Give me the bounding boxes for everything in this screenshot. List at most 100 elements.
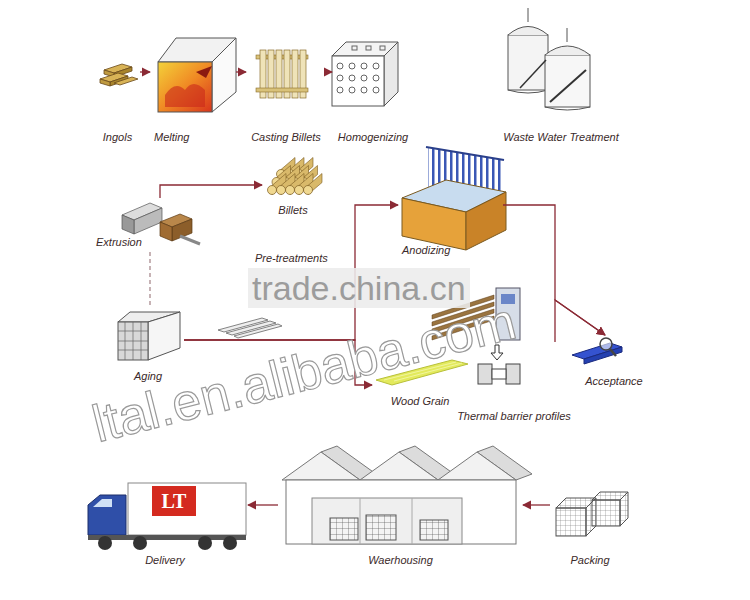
warehouse-building [420,520,448,540]
melting-furnace [196,66,212,78]
flow-arrow [555,300,605,342]
step-caption: Delivery [145,553,185,567]
packed-crates [592,500,620,526]
packed-crates [556,508,586,536]
homogenizing-oven [337,87,343,93]
homogenizing-oven [361,63,367,69]
extrusion-press [160,222,172,241]
warehouse-building [412,498,413,544]
anodizing-tank [466,192,506,250]
extrusion-press [134,208,162,234]
water-treatment-tanks [545,46,590,55]
homogenizing-oven [349,63,355,69]
anodizing-tank [402,198,466,250]
billet-casting-rack [256,50,308,98]
homogenizing-oven [361,87,367,93]
billet-pile [304,174,323,195]
delivery-truck [93,499,112,507]
warehouse-building [330,518,358,540]
flow-arrow [140,71,150,72]
homogenizing-oven [332,56,384,106]
inspection-profile [600,338,612,350]
water-treatment-tanks [508,90,548,93]
water-treatment-tanks [508,8,590,110]
delivery-truck [198,536,212,550]
homogenizing-oven [337,75,343,81]
inspection-profile [610,349,616,356]
water-treatment-tanks [545,107,590,110]
delivery-truck [98,536,112,550]
logo-text: LT [152,486,196,516]
warehouse-building [360,452,438,480]
extrusion-press [122,215,134,234]
ingot-stack [114,77,138,85]
homogenizing-oven [352,46,357,50]
homogenizing-oven [366,46,371,50]
ingot-stack [100,64,138,86]
step-caption: Ingols [103,130,132,144]
water-treatment-tanks [545,55,590,107]
anodizing-tank [426,147,504,160]
profile-bars [218,318,282,338]
step-caption: Thermal barrier profiles [457,409,571,423]
step-caption: Casting Billets [251,130,321,144]
warehouse-building [286,480,516,544]
homogenizing-oven [384,42,398,106]
warehouse-building [282,452,360,480]
profile-bars [234,324,282,338]
homogenizing-oven [380,46,385,50]
thermal-profile [478,364,492,384]
warehouse-building [438,452,516,480]
warehouse-building [360,498,361,544]
process-step: Homogenizing [332,40,414,147]
aging-oven [118,312,180,360]
process-step: Casting Billets [246,40,326,147]
process-step: Melting [150,30,236,147]
delivery-truck [128,483,246,535]
step-caption: Acceptance [585,374,642,388]
aging-oven [118,322,148,360]
water-treatment-tanks [508,35,548,90]
extrusion-press [180,236,200,244]
thermal-profile [506,364,520,384]
step-caption: Billets [278,203,307,217]
melting-furnace [212,38,236,112]
homogenizing-oven [373,75,379,81]
homogenizing-oven [337,63,343,69]
step-caption: Extrusion [96,235,142,249]
delivery-truck [88,535,246,540]
watermark: trade.china.cn [248,268,470,308]
anodizing-tank [402,147,506,250]
packed-crates [556,492,628,536]
process-step: Extrusion [92,198,204,252]
melting-furnace [158,38,236,112]
aging-oven [118,322,148,360]
process-step: Billets [262,155,324,220]
process-step: Waste Water Treatment [495,5,627,147]
homogenizing-oven [373,87,379,93]
water-treatment-tanks [567,28,568,42]
process-step: Packing [550,485,630,570]
homogenizing-oven [361,75,367,81]
melting-furnace [158,62,212,112]
homogenizing-oven [349,75,355,81]
homogenizing-oven [332,42,398,106]
melting-furnace [165,84,205,107]
thermal-profile [492,369,506,379]
process-step: Anodizing [398,155,503,260]
aging-oven [148,312,180,360]
billet-casting-rack [256,88,308,92]
process-step: Ingols [95,50,140,147]
warehouse-building [282,446,532,544]
process-step: Acceptance [580,335,648,391]
packed-crates [620,492,628,526]
water-treatment-tanks [508,27,548,36]
flow-arrow [236,71,246,72]
step-caption: Waerhousing [368,553,433,567]
flow-arrow [326,71,332,72]
step-caption: Waste Water Treatment [503,130,619,144]
warehouse-building [366,515,396,540]
water-treatment-tanks [550,70,586,102]
step-note: Pre-treatments [255,251,328,265]
